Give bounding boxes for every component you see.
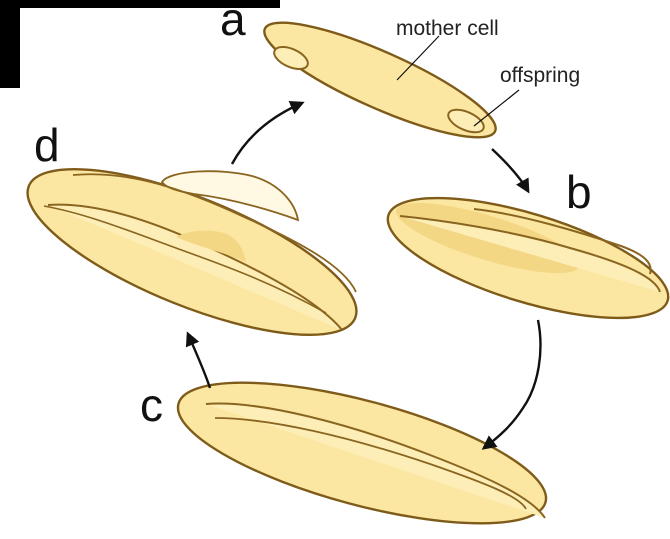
cell-stage-c [165,354,559,539]
arrow-b-to-c [484,320,540,448]
cell-stage-b [376,173,670,343]
arrow-a-to-b [492,149,528,191]
callout-offspring: offspring [500,64,580,87]
cell-stage-d [9,136,376,368]
arrow-c-to-d [188,334,210,388]
stage-label-b: b [566,166,592,218]
arrow-d-to-a [232,103,302,164]
callout-mother-cell: mother cell [396,17,499,40]
stage-label-a: a [220,0,246,45]
stage-label-c: c [140,379,163,431]
stage-label-d: d [34,119,60,171]
